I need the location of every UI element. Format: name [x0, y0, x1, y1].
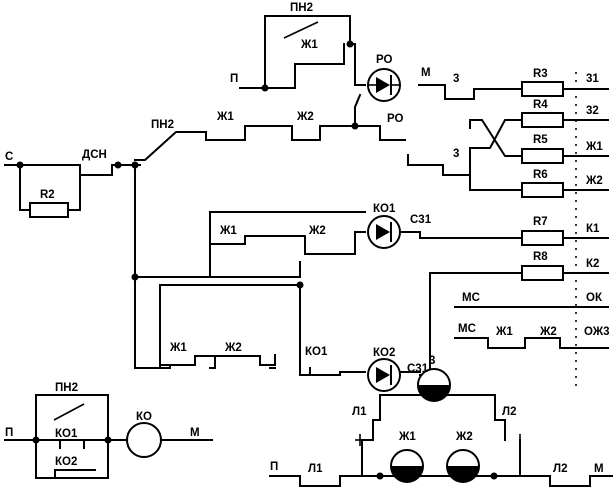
- bell-zh2: [446, 449, 480, 483]
- label-zh2-ozh: Ж2: [539, 326, 557, 338]
- label-ko1-bot: КО1: [55, 428, 78, 440]
- label-ko2-bot: КО2: [55, 456, 77, 468]
- label-mc-2: МС: [458, 323, 476, 335]
- terminal-k2: К2: [586, 258, 599, 270]
- ko1-indicator-lamp: [367, 215, 401, 249]
- label-ro-contact: РО: [387, 113, 404, 125]
- label-r8: R8: [533, 251, 548, 263]
- resistor-r4: [521, 112, 564, 128]
- terminal-zh1: Ж1: [585, 141, 603, 153]
- terminal-k1: К1: [586, 223, 600, 235]
- ro-indicator-lamp: [367, 68, 401, 102]
- label-r2: R2: [40, 189, 55, 201]
- label-zh2-bell: Ж2: [455, 431, 473, 443]
- signal-crossing: [407, 119, 609, 191]
- ko-coil-circuit: [4, 394, 213, 479]
- labels: ПН2 Ж1 П РО М 3 R3 31 ПН2 Ж1 Ж2 РО R4 32…: [5, 2, 610, 475]
- label-dsn: ДСН: [82, 149, 107, 161]
- label-zh1-ko2: Ж1: [169, 342, 187, 354]
- resistors: [29, 81, 564, 281]
- label-zh1-ko1: Ж1: [219, 225, 237, 237]
- ko1-branch: [209, 211, 609, 278]
- top-ro-circuit: [239, 15, 609, 100]
- label-zh1-mid: Ж1: [216, 111, 234, 123]
- bell-3: [417, 368, 451, 402]
- resistor-r2: [29, 202, 69, 218]
- mc-lines: [454, 306, 609, 349]
- label-zh2-ko2: Ж2: [224, 342, 242, 354]
- bell-zh1: [390, 449, 424, 483]
- input-section: [4, 161, 301, 369]
- terminal-ok: ОК: [586, 292, 603, 304]
- ko2-branch: [159, 281, 421, 376]
- label-3-bell: 3: [429, 355, 435, 367]
- label-p-top: П: [230, 73, 238, 85]
- label-c31-a: С31: [410, 214, 432, 226]
- label-r4: R4: [533, 99, 548, 111]
- label-zh1-top: Ж1: [300, 39, 318, 51]
- label-l1-low: Л1: [308, 463, 323, 475]
- label-zh1-ozh: Ж1: [495, 326, 513, 338]
- label-c31-b: С31: [407, 363, 429, 375]
- label-ko2-lamp: КО2: [373, 347, 395, 359]
- label-ro-lamp: РО: [376, 54, 393, 66]
- label-pn2-top: ПН2: [290, 2, 313, 14]
- label-r6: R6: [533, 169, 548, 181]
- label-mc-1: МС: [462, 292, 480, 304]
- resistor-r6: [521, 182, 564, 198]
- terminal-32: 32: [586, 105, 599, 117]
- label-3-top: 3: [453, 73, 459, 85]
- label-m-bot: М: [190, 427, 200, 439]
- main-control-line: [134, 93, 406, 161]
- label-p-bot: П: [5, 427, 13, 439]
- label-p-bell: П: [270, 461, 278, 473]
- terminal-ozh3: ОЖ3: [584, 326, 610, 338]
- label-l2-low: Л2: [553, 463, 567, 475]
- label-ko1-lamp: КО1: [373, 203, 396, 215]
- label-zh2-mid: Ж2: [296, 111, 314, 123]
- terminal-zh2: Ж2: [585, 175, 603, 187]
- label-r5: R5: [533, 134, 548, 146]
- label-l2-up: Л2: [502, 406, 516, 418]
- label-m-top: М: [421, 67, 431, 79]
- label-c: С: [5, 151, 13, 163]
- label-r7: R7: [533, 216, 548, 228]
- label-ko-coil: КО: [136, 411, 152, 423]
- resistor-r8: [521, 265, 564, 281]
- resistor-r3: [521, 81, 564, 97]
- resistor-r7: [521, 230, 564, 246]
- label-pn2-bot: ПН2: [55, 382, 78, 394]
- resistor-r5: [521, 148, 564, 164]
- label-zh2-ko1: Ж2: [308, 225, 326, 237]
- label-m-bell: М: [594, 463, 604, 475]
- label-pn2-mid: ПН2: [151, 119, 174, 131]
- terminal-31: 31: [586, 73, 599, 85]
- ko2-indicator-lamp: [367, 358, 401, 392]
- label-zh1-bell: Ж1: [398, 431, 416, 443]
- label-3-mid: 3: [453, 148, 459, 160]
- label-l1-up: Л1: [352, 406, 367, 418]
- bell-circuit: [269, 368, 613, 487]
- label-r3: R3: [533, 68, 548, 80]
- k2-branch: [419, 272, 609, 376]
- label-ko1-contact: КО1: [305, 346, 328, 358]
